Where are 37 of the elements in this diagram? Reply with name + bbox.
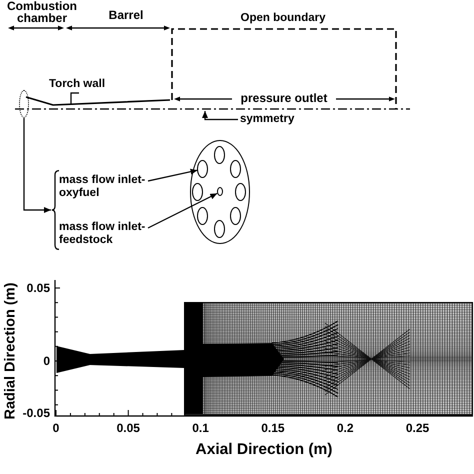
curly-brace <box>51 170 59 250</box>
axis-title: Axial Direction (m) <box>196 441 332 459</box>
tick-label: 0 <box>43 354 50 368</box>
tick-label: 0 <box>52 421 60 435</box>
nozzle-hole <box>192 182 203 200</box>
nozzle-hole <box>230 160 241 178</box>
callout-label: Torch wall <box>49 78 109 91</box>
nozzle-hole <box>214 146 225 164</box>
tick-label: 0.15 <box>261 421 285 435</box>
nozzle-hole <box>197 160 208 178</box>
tick-label: 0.1 <box>192 421 209 435</box>
tick-label: -0.05 <box>22 406 50 420</box>
nozzle-hole <box>214 220 225 238</box>
callout-label: mass flow inlet- feedstock <box>59 221 147 247</box>
dimension-label: Barrel <box>108 9 144 22</box>
dimension-label: Combustion chamber <box>7 0 77 24</box>
inlet-face-ellipse <box>190 140 250 244</box>
tick-label: 0.05 <box>26 281 50 295</box>
torch-wall-line <box>25 95 171 107</box>
boundary-label: Open boundary <box>240 12 326 25</box>
connector-arrow <box>23 118 51 213</box>
inlet-region-ellipse <box>19 90 29 118</box>
tick-label: 0.05 <box>116 421 140 435</box>
nozzle-hole <box>235 182 246 200</box>
tick-label: 0.25 <box>406 421 430 435</box>
leader-line <box>70 92 79 104</box>
axis-title: Radial Direction (m) <box>2 282 20 420</box>
nozzle-hole <box>216 187 222 196</box>
leader-arrow <box>148 192 218 229</box>
nozzle-hole <box>197 206 208 224</box>
symmetry-axis-line <box>14 107 411 111</box>
leader-arrow <box>148 168 198 182</box>
nozzle-hole <box>230 206 241 224</box>
leader-arrow <box>202 111 238 120</box>
tick-label: 0.2 <box>336 421 354 435</box>
callout-label: symmetry <box>240 113 296 126</box>
callout-label: mass flow inlet- oxyfuel <box>59 174 147 200</box>
